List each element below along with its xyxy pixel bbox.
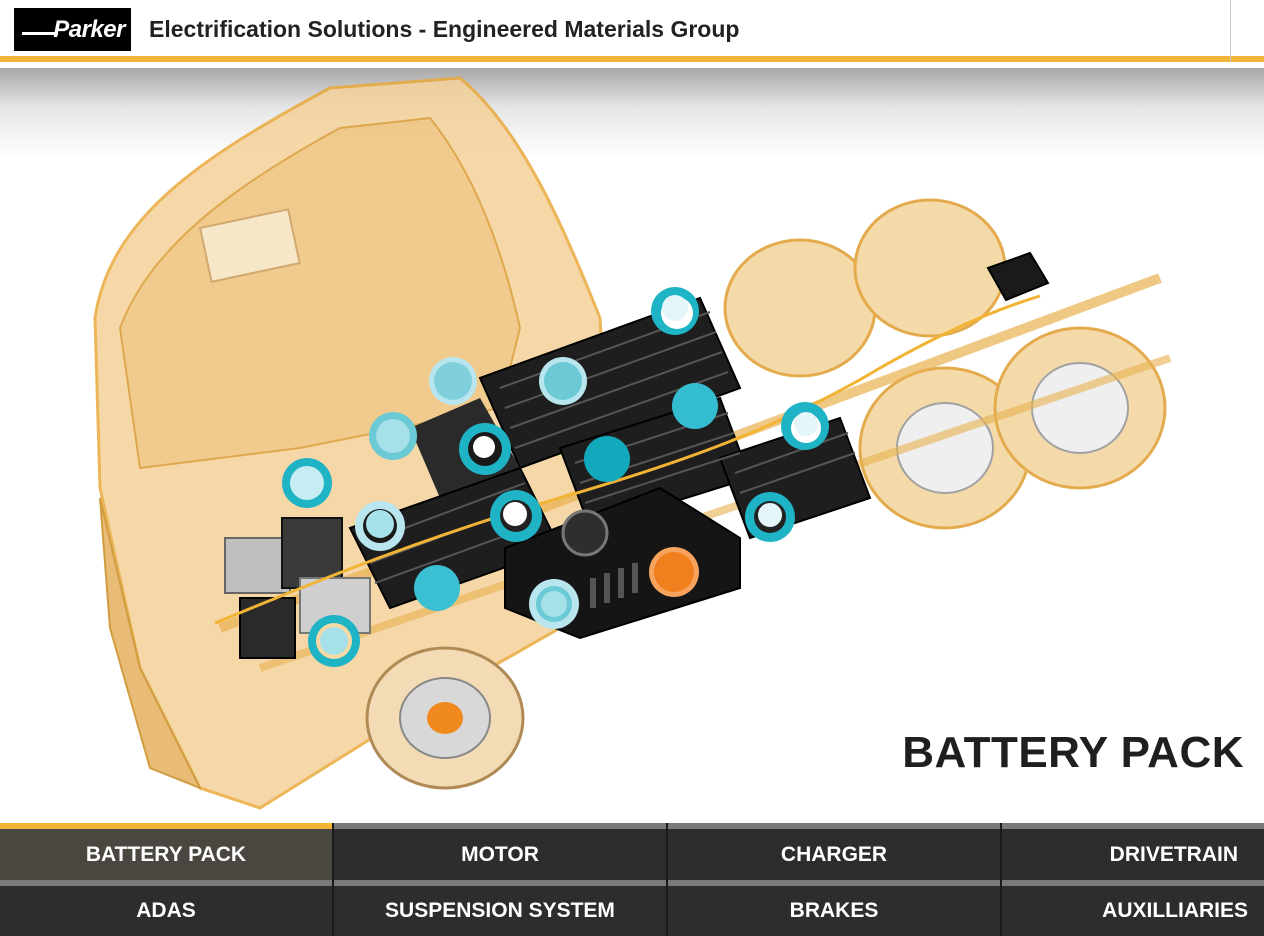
header-divider (1230, 0, 1231, 62)
section-title: BATTERY PACK (902, 728, 1244, 777)
truck-illustration (93, 76, 1172, 810)
app-header: Parker Electrification Solutions - Engin… (0, 0, 1264, 62)
truck-illustration-stage (0, 68, 1264, 823)
hotspot-7[interactable] (459, 423, 511, 475)
nav-battery-pack[interactable]: BATTERY PACK (0, 823, 332, 880)
hotspot-1[interactable] (651, 287, 699, 335)
hotspot-5[interactable] (781, 402, 829, 450)
hotspot-3[interactable] (539, 357, 587, 405)
hotspot-9[interactable] (282, 458, 332, 508)
nav-suspension-system[interactable]: SUSPENSION SYSTEM (334, 880, 666, 936)
hotspot-10[interactable] (490, 490, 542, 542)
nav-auxilliaries[interactable]: AUXILLIARIES (1002, 880, 1264, 936)
hotspot-12[interactable] (355, 501, 405, 551)
front-wheel (365, 646, 525, 790)
parker-logo[interactable]: Parker (14, 8, 131, 51)
nav-brakes[interactable]: BRAKES (668, 880, 1000, 936)
category-nav: BATTERY PACK MOTOR CHARGER DRIVETRAIN AD… (0, 823, 1264, 936)
hotspots (282, 287, 829, 667)
hotspot-15[interactable] (308, 615, 360, 667)
hotspot-active[interactable] (649, 547, 699, 597)
nav-separator (666, 823, 668, 936)
page-title: Electrification Solutions - Engineered M… (149, 16, 740, 42)
nav-separator (332, 823, 334, 936)
nav-charger[interactable]: CHARGER (668, 823, 1000, 880)
hotspot-8[interactable] (584, 436, 630, 482)
nav-separator (1000, 823, 1002, 936)
hotspot-2[interactable] (429, 357, 477, 405)
hotspot-13[interactable] (414, 565, 460, 611)
hotspot-11[interactable] (745, 492, 795, 542)
nav-motor[interactable]: MOTOR (334, 823, 666, 880)
nav-drivetrain[interactable]: DRIVETRAIN (1002, 823, 1264, 880)
hotspot-14[interactable] (529, 579, 579, 629)
hotspot-4[interactable] (672, 383, 718, 429)
hotspot-6[interactable] (369, 412, 417, 460)
nav-adas[interactable]: ADAS (0, 880, 332, 936)
